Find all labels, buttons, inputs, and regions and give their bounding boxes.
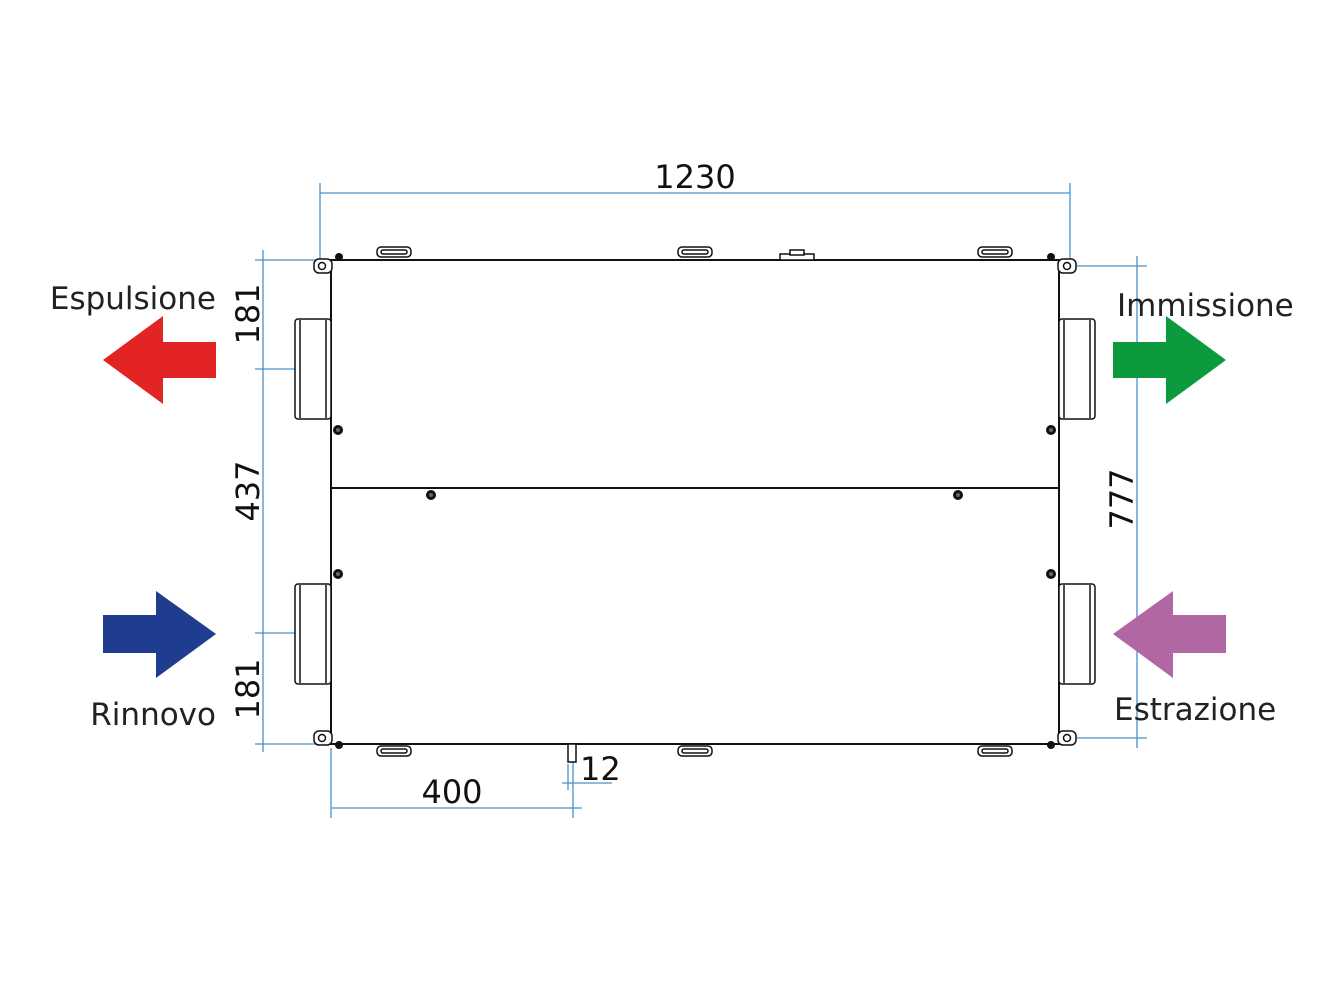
duct-connectors — [294, 318, 1096, 685]
corner-lug-br — [1047, 730, 1077, 749]
duct-top-right — [1058, 318, 1096, 420]
duct-bottom-left — [294, 583, 332, 685]
corner-lugs — [313, 253, 1077, 749]
flow-arrows — [103, 316, 1226, 678]
bracket-top-1 — [376, 246, 412, 258]
label-immissione: Immissione — [1117, 288, 1294, 324]
arrow-immission-icon — [1113, 316, 1226, 404]
mounting-brackets — [376, 246, 1013, 763]
dim-total-width: 1230 — [654, 158, 735, 196]
screw — [333, 569, 343, 579]
bracket-top-3 — [977, 246, 1013, 258]
corner-lug-tr — [1047, 253, 1077, 274]
screw — [333, 425, 343, 435]
screw — [1046, 425, 1056, 435]
screw — [953, 490, 963, 500]
dim-drain-offset: 400 — [421, 773, 482, 811]
duct-top-left — [294, 318, 332, 420]
bracket-bottom-1 — [376, 745, 412, 757]
screw — [426, 490, 436, 500]
label-estrazione: Estrazione — [1114, 692, 1276, 728]
dim-left-middle: 437 — [229, 460, 267, 521]
dim-right-height: 777 — [1103, 468, 1141, 529]
dimension-labels: 1230 181 437 181 777 400 12 — [229, 158, 1141, 811]
bracket-top-2 — [677, 246, 713, 258]
corner-lug-bl — [313, 730, 343, 749]
label-espulsione: Espulsione — [50, 281, 216, 317]
drain-pipe — [567, 743, 577, 763]
corner-lug-tl — [313, 253, 343, 274]
flow-labels: Espulsione Immissione Rinnovo Estrazione — [50, 281, 1294, 733]
duct-bottom-right — [1058, 583, 1096, 685]
arrow-rinnovo-icon — [103, 591, 216, 678]
label-rinnovo: Rinnovo — [90, 697, 216, 733]
dim-left-bottom: 181 — [229, 658, 267, 719]
arrow-estrazione-icon — [1113, 591, 1226, 678]
dim-left-top: 181 — [229, 283, 267, 344]
bracket-bottom-2 — [677, 745, 713, 757]
screw — [1046, 569, 1056, 579]
bracket-bottom-3 — [977, 745, 1013, 757]
arrow-espulsion-icon — [103, 316, 216, 404]
top-fitting — [779, 249, 815, 261]
dim-drain-size: 12 — [580, 750, 621, 788]
screws — [333, 425, 1056, 579]
unit-body — [330, 259, 1060, 745]
dimension-lines — [255, 183, 1147, 818]
